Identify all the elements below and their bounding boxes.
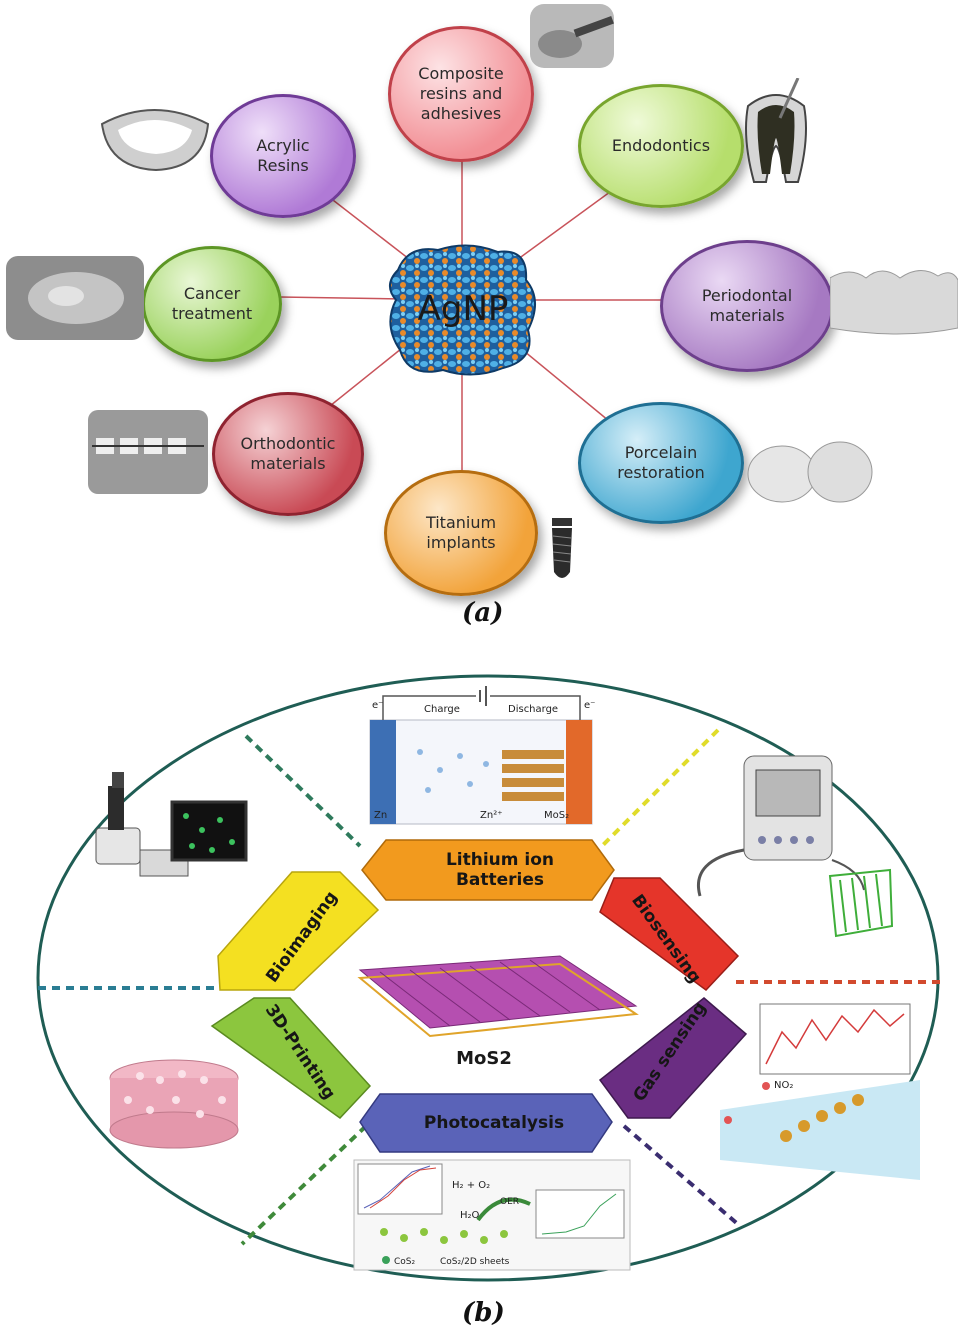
svg-text:Charge: Charge: [424, 704, 460, 715]
node-label: Titanium implants: [425, 513, 497, 552]
denture-icon: [100, 109, 210, 172]
svg-text:e⁻: e⁻: [584, 700, 595, 711]
mos2-label: MoS2: [456, 1048, 512, 1069]
implant-screw-icon: [552, 518, 572, 578]
node-orthodontic: Orthodontic materials: [212, 392, 364, 516]
svg-text:MoS₂: MoS₂: [544, 810, 569, 821]
node-porcelain: Porcelain restoration: [578, 402, 744, 524]
svg-text:Zn²⁺: Zn²⁺: [480, 810, 502, 821]
cancer-tissue-photo: [6, 256, 144, 340]
caption-b: (b): [462, 1298, 505, 1328]
node-cancer-treatment: Cancer treatment: [142, 246, 282, 362]
mos2-lattice: [357, 955, 639, 1038]
node-label: Composite resins and adhesives: [418, 64, 504, 123]
node-composite-resins: Composite resins and adhesives: [388, 26, 534, 162]
tooth-root-icon: [745, 78, 807, 183]
segment-gas-sensing: [598, 997, 748, 1119]
svg-text:e⁻: e⁻: [372, 700, 383, 711]
photocatalysis-illustration: H₂ + O₂ H₂O OER CoS₂ CoS₂/2D sheets: [353, 1159, 631, 1271]
biosensor-illustration: [697, 755, 894, 938]
svg-text:CoS₂/2D sheets: CoS₂/2D sheets: [440, 1257, 510, 1267]
svg-text:H₂O: H₂O: [460, 1210, 480, 1221]
microscope-illustration: [95, 772, 248, 877]
label-photocatalysis: Photocatalysis: [423, 1113, 565, 1133]
agnp-blob: AgNP: [389, 244, 536, 376]
scaffold-illustration: [109, 1059, 239, 1149]
svg-text:H₂ + O₂: H₂ + O₂: [452, 1180, 490, 1191]
svg-text:OER: OER: [500, 1197, 519, 1207]
segment-photocatalysis: [359, 1093, 613, 1153]
braces-photo: [88, 410, 208, 494]
node-label: Endodontics: [611, 136, 711, 155]
svg-text:CoS₂: CoS₂: [394, 1257, 416, 1267]
caption-a: (a): [462, 598, 504, 628]
node-label: Acrylic Resins: [256, 136, 310, 175]
mos2-diagram: e⁻ Charge Discharge e⁻ Zn Zn²⁺ MoS₂: [36, 674, 944, 1282]
label-batteries: Lithium ion Batteries: [445, 850, 555, 890]
segment-batteries: [361, 839, 615, 901]
porcelain-crown-icon: [747, 441, 873, 503]
node-titanium: Titanium implants: [384, 470, 538, 596]
hex-segments: [210, 839, 748, 1153]
node-label: Periodontal materials: [701, 286, 793, 325]
gas-sensing-illustration: NO₂: [720, 1003, 920, 1180]
node-label: Cancer treatment: [171, 284, 253, 323]
svg-text:NO₂: NO₂: [774, 1080, 793, 1091]
segment-3d-printing: [210, 997, 372, 1119]
outer-ellipse: [36, 674, 940, 1282]
gum-model-icon: [830, 270, 958, 335]
segment-biosensing: [599, 877, 740, 991]
segment-bioimaging: [217, 871, 380, 991]
node-periodontal: Periodontal materials: [660, 240, 834, 372]
agnp-label: AgNP: [418, 289, 509, 329]
node-endodontics: Endodontics: [578, 84, 744, 208]
node-label: Orthodontic materials: [240, 434, 336, 473]
node-acrylic-resins: Acrylic Resins: [210, 94, 356, 218]
composite-photo: [530, 4, 614, 68]
svg-text:Discharge: Discharge: [508, 704, 558, 715]
node-label: Porcelain restoration: [617, 443, 705, 482]
svg-text:Zn: Zn: [374, 810, 387, 821]
battery-illustration: e⁻ Charge Discharge e⁻ Zn Zn²⁺ MoS₂: [369, 686, 595, 825]
